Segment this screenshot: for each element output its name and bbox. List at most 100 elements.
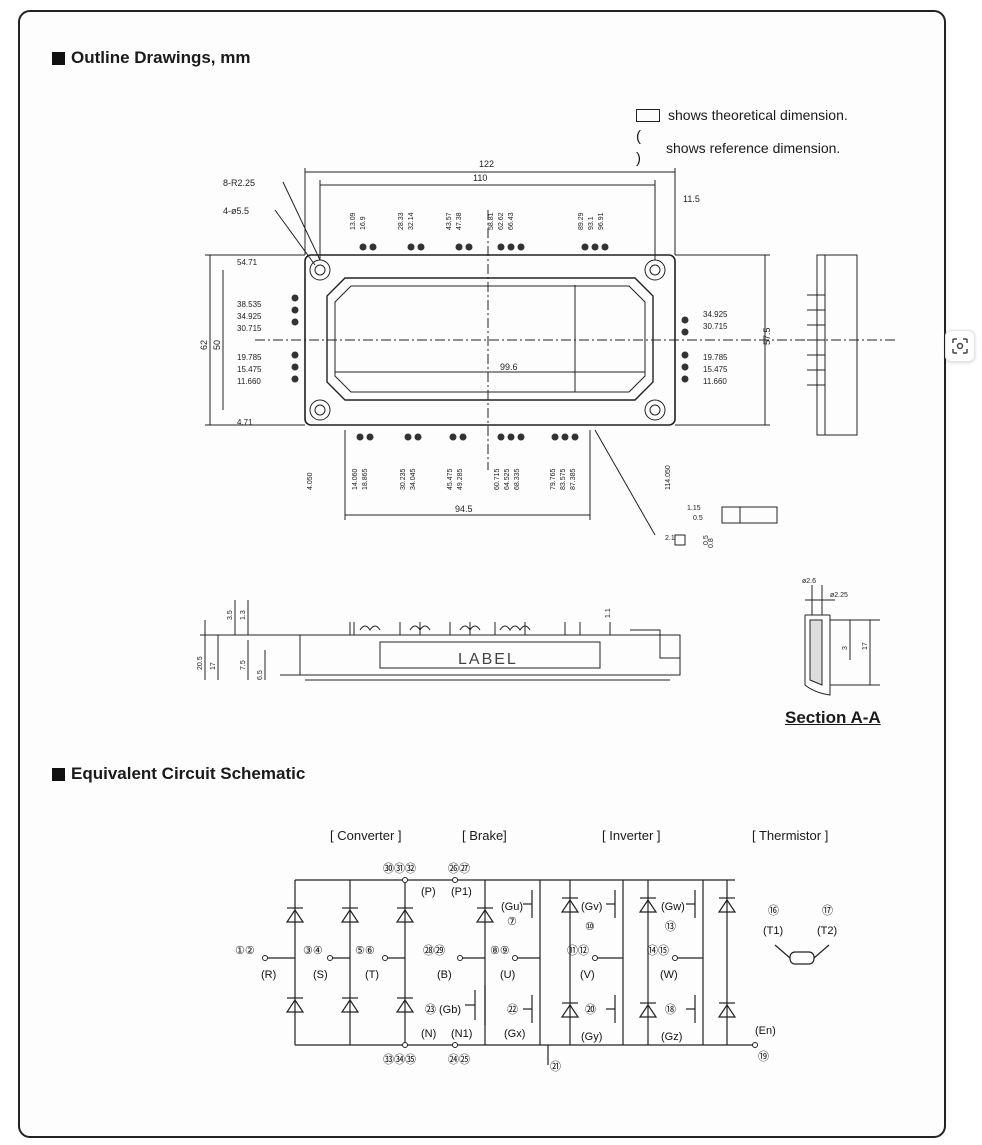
pin-gv: ⑩ — [585, 921, 595, 933]
right-dim-label: 11.660 — [703, 377, 727, 386]
side-dim-label: 1.1 — [605, 608, 612, 618]
bottom-dim-label: 60.715 — [494, 468, 501, 490]
top-dim-label: 62.62 — [498, 212, 505, 230]
group-brake: [ Brake] — [462, 828, 507, 843]
pin-t: ⑤⑥ — [355, 945, 375, 957]
pin-v: ⑪⑫ — [567, 944, 589, 957]
document-frame — [18, 10, 946, 1138]
bottom-dim-label: 18.865 — [362, 468, 369, 490]
lens-search-button[interactable] — [945, 330, 975, 362]
group-converter: [ Converter ] — [330, 828, 402, 843]
right-dim-label: 30.715 — [703, 322, 728, 331]
left-dim-label: 4.71 — [237, 418, 253, 427]
dim-window: 99.6 — [500, 362, 518, 372]
dim-inner-width: 110 — [473, 173, 487, 183]
dim-height-a: 57.5 — [762, 327, 772, 345]
pin-s-name: (S) — [313, 969, 328, 981]
section-dim-label: 17 — [862, 642, 869, 650]
left-dim-label: 15.475 — [237, 365, 262, 374]
pin-t2: ⑰ — [822, 904, 833, 917]
detail-dim-label: 2.1 — [665, 535, 675, 542]
bottom-dim-label: 83.575 — [560, 468, 567, 490]
pin-t1: ⑯ — [768, 904, 779, 917]
dim-hole: 8-R2.25 — [223, 178, 255, 188]
top-dim-label: 28.33 — [398, 212, 405, 230]
section-dim-label: 3 — [842, 646, 849, 650]
bottom-dim-label: 68.335 — [514, 468, 521, 490]
detail-dim-label: 1.15 — [687, 505, 701, 512]
top-dim-label: 58.81 — [488, 212, 495, 230]
pin-w: ⑭⑮ — [647, 944, 669, 957]
pin-p1-name: (P1) — [451, 886, 472, 898]
pin-p-name: (P) — [421, 886, 436, 898]
lens-search-icon — [952, 338, 968, 354]
bottom-dim-label: 14.060 — [352, 468, 359, 490]
dim-right-top: 11.5 — [683, 194, 700, 204]
bottom-dim-label: 34.045 — [410, 468, 417, 490]
pin-u-name: (U) — [500, 969, 515, 981]
bottom-dim-label: 114.050 — [665, 465, 672, 490]
pin-b: ㉘㉙ — [423, 944, 445, 957]
left-dim-label: 11.660 — [237, 377, 261, 386]
side-dim-label: 7.5 — [240, 660, 247, 670]
top-dim-label: 43.57 — [446, 212, 453, 230]
theoretical-box-icon — [636, 108, 660, 122]
pin-p1: ㉖㉗ — [448, 862, 470, 875]
pin-s: ③④ — [303, 945, 323, 957]
pin-n: ㉝㉞㉟ — [383, 1053, 416, 1066]
bullet-square-icon — [52, 51, 65, 65]
pin-b-name: (B) — [437, 969, 452, 981]
pin-gu-name: (Gu) — [501, 901, 523, 913]
top-dim-label: 96.91 — [598, 212, 605, 230]
group-thermistor: [ Thermistor ] — [752, 828, 829, 843]
pin-gz-name: (Gz) — [661, 1031, 682, 1043]
side-dim-label: 1.3 — [240, 610, 247, 620]
left-dim-label: 38.535 — [237, 300, 262, 309]
schematic-heading: Equivalent Circuit Schematic — [52, 764, 305, 784]
side-dim-label: 20.5 — [197, 656, 204, 670]
group-inverter: [ Inverter ] — [602, 828, 661, 843]
bottom-dim-label: 64.525 — [504, 468, 511, 490]
left-dim-label: 19.785 — [237, 353, 262, 362]
top-dim-label: 93.1 — [588, 216, 595, 230]
left-dim-label: 54.71 — [237, 258, 258, 267]
section-dim-label: ø2.25 — [830, 592, 848, 599]
circuit-schematic: ①② (R) ③④ (S) ⑤⑥ (T) ㉚㉛㉜ (P) ㉖㉗ (P1) ㉘㉙ … — [235, 862, 837, 1073]
top-dim-label: 32.14 — [408, 212, 415, 230]
dim-mount: 4-ø5.5 — [223, 206, 249, 216]
dimension-legend: shows theoretical dimension. ( )shows re… — [636, 104, 848, 170]
top-dim-label: 16.9 — [360, 216, 367, 230]
bullet-square-icon — [52, 767, 65, 781]
pin-gx: ㉒ — [507, 1003, 518, 1016]
section-aa-drawing: ø2.6 ø2.25 3 17 — [802, 578, 880, 696]
pin-gv-name: (Gv) — [581, 901, 602, 913]
left-dim-label: 34.925 — [237, 312, 262, 321]
right-dim-label: 15.475 — [703, 365, 728, 374]
section-dim-label: ø2.6 — [802, 578, 816, 585]
pin-t-name: (T) — [365, 969, 379, 981]
pin-n1-name: (N1) — [451, 1028, 472, 1040]
pin-gu: ⑦ — [507, 916, 517, 928]
bottom-dim-label: 30.235 — [400, 468, 407, 490]
side-dim-label: 3.5 — [227, 610, 234, 620]
reference-paren-icon: ( ) — [636, 128, 647, 167]
pin-u: ⑧⑨ — [490, 945, 510, 957]
outline-heading: Outline Drawings, mm — [52, 48, 250, 68]
legend-reference: shows reference dimension. — [666, 140, 841, 156]
pin-r: ①② — [235, 945, 255, 957]
dim-height-c: 50 — [212, 340, 222, 350]
label-plate-text: LABEL — [458, 651, 518, 668]
dim-total-width: 122 — [479, 159, 494, 169]
pin-v-name: (V) — [580, 969, 595, 981]
pin-t2-name: (T2) — [817, 925, 837, 937]
pin-e21: ㉑ — [550, 1060, 561, 1073]
bottom-dim-label: 45.475 — [447, 468, 454, 490]
pin-en-name: (En) — [755, 1025, 776, 1037]
pin-r-name: (R) — [261, 969, 276, 981]
pin-t1-name: (T1) — [763, 925, 783, 937]
detail-dim-label: 0.8 — [708, 538, 715, 548]
